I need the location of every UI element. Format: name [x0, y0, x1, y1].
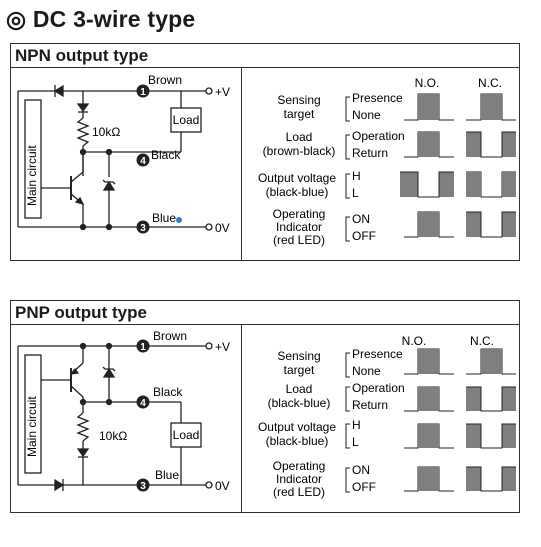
plus-v-label: +V [215, 85, 230, 99]
zero-v-label: 0V [215, 479, 230, 493]
state-h: H [352, 418, 361, 432]
col-nc-label: N.C. [478, 76, 502, 90]
page-title: ◎ DC 3-wire type [6, 6, 196, 32]
pnp-divider [241, 325, 242, 512]
main-circuit-label: Main circuit [25, 396, 39, 457]
npn-timing-chart: N.O. N.C. Sensing target Presence None L… [258, 76, 516, 247]
state-on: ON [352, 212, 370, 226]
black-label: Black [151, 148, 181, 162]
row-output-label-1: Output voltage [258, 420, 336, 434]
pnp-section: PNP output type [10, 300, 520, 513]
row-output-label-2: (black-blue) [266, 434, 329, 448]
col-no-label: N.O. [402, 334, 427, 348]
resistor-symbol [76, 117, 90, 147]
zener-symbol [102, 180, 116, 191]
state-operation: Operation [352, 129, 405, 143]
row-indicator-label-1: Operating [273, 207, 326, 221]
state-on: ON [352, 463, 370, 477]
state-none: None [352, 108, 381, 122]
resistor-symbol [76, 412, 90, 442]
pin4-marker [136, 153, 150, 167]
state-off: OFF [352, 229, 376, 243]
load-box [170, 422, 202, 448]
resistor-label: 10kΩ [92, 125, 120, 139]
row-indicator-label-2: Indicator [276, 472, 322, 486]
pin3-marker [136, 220, 150, 234]
npn-header: NPN output type [11, 44, 519, 68]
npn-circuit-diagram: 1 4 3 Main circuit 10kΩ Load Brown Black… [17, 73, 230, 235]
pin1-marker [136, 339, 150, 353]
row-indicator-label-1: Operating [273, 459, 326, 473]
row-sensing-label-1: Sensing [277, 93, 320, 107]
state-operation: Operation [352, 381, 405, 395]
blue-marker [176, 217, 182, 223]
plus-v-label: +V [215, 340, 230, 354]
pin1-marker [136, 84, 150, 98]
load-box [170, 107, 202, 133]
row-output-label-1: Output voltage [258, 171, 336, 185]
state-l: L [352, 186, 359, 200]
row-load-label-2: (brown-black) [263, 144, 336, 158]
col-nc-label: N.C. [470, 334, 494, 348]
row-sensing-label-2: target [284, 107, 315, 121]
pin1-label: 1 [140, 342, 146, 353]
main-circuit-box [24, 99, 42, 219]
row-sensing-label-1: Sensing [277, 349, 320, 363]
row-load-label-1: Load [286, 130, 313, 144]
resistor-label: 10kΩ [99, 429, 127, 443]
pnp-circuit-diagram: 1 4 3 Main circuit 10kΩ Load Brown Black… [17, 329, 230, 493]
npn-divider [241, 68, 242, 260]
state-h: H [352, 169, 361, 183]
col-no-label: N.O. [415, 76, 440, 90]
pin3-label: 3 [140, 481, 146, 492]
led-symbol [76, 448, 90, 458]
pin4-marker [136, 395, 150, 409]
pin1-label: 1 [140, 87, 146, 98]
pin3-marker [136, 478, 150, 492]
black-label: Black [153, 385, 183, 399]
zero-v-label: 0V [215, 221, 230, 235]
state-return: Return [352, 146, 388, 160]
blue-label: Blue [152, 211, 176, 225]
load-label: Load [173, 428, 200, 442]
zener-symbol [102, 367, 116, 378]
state-off: OFF [352, 480, 376, 494]
pin3-label: 3 [140, 223, 146, 234]
row-output-label-2: (black-blue) [266, 185, 329, 199]
state-l: L [352, 435, 359, 449]
state-return: Return [352, 398, 388, 412]
npn-section: NPN output type [10, 43, 520, 261]
row-load-label-1: Load [286, 382, 313, 396]
pnp-timing-chart: N.O. N.C. Sensing target Presence None L… [258, 334, 516, 499]
pin4-label: 4 [140, 398, 146, 409]
load-label: Load [173, 113, 200, 127]
row-sensing-label-2: target [284, 363, 315, 377]
row-indicator-label-2: Indicator [276, 220, 322, 234]
main-circuit-box [24, 354, 42, 474]
row-indicator-label-3: (red LED) [273, 233, 325, 247]
state-none: None [352, 364, 381, 378]
brown-label: Brown [148, 73, 182, 87]
led-symbol [76, 103, 90, 113]
diode-symbol [53, 84, 64, 98]
row-indicator-label-3: (red LED) [273, 485, 325, 499]
blue-label: Blue [155, 468, 179, 482]
state-presence: Presence [352, 91, 403, 105]
pin4-label: 4 [140, 156, 146, 167]
brown-label: Brown [153, 329, 187, 343]
main-circuit-label: Main circuit [25, 145, 39, 206]
diode-symbol [54, 478, 65, 492]
pnp-header: PNP output type [11, 301, 519, 325]
row-load-label-2: (black-blue) [268, 396, 331, 410]
state-presence: Presence [352, 347, 403, 361]
